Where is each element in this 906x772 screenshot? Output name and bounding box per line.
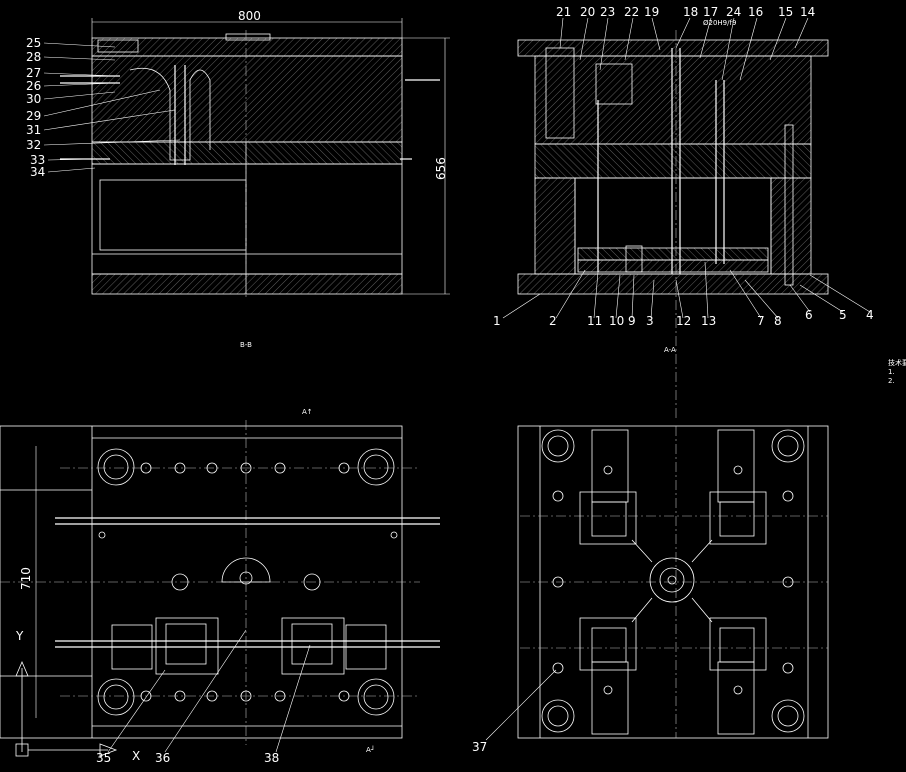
aa-caption: A-A [664, 346, 676, 354]
bb-caption: B-B [240, 341, 252, 349]
bb-part-labels: 25 28 27 26 30 29 31 32 33 34 [26, 36, 45, 179]
plan-view: A↑ 710 Y X A┘ 35 36 38 [0, 408, 440, 765]
part-label: 24 [726, 5, 741, 19]
part-label: 10 [609, 314, 624, 328]
part-label: 3 [646, 314, 654, 328]
part-label: 13 [701, 314, 716, 328]
part-label: 4 [866, 308, 874, 322]
part-label: 31 [26, 123, 41, 137]
note-item: 2. [888, 377, 895, 385]
plan-height-dim: 710 [19, 567, 33, 590]
guide-holes [541, 429, 805, 733]
part-label: 6 [805, 308, 813, 322]
cavity-slides [579, 429, 767, 735]
axis-x-label: X [132, 749, 140, 763]
part-label: 22 [624, 5, 639, 19]
part-label: 12 [676, 314, 691, 328]
part-label: 33 [30, 153, 45, 167]
part-label: 37 [472, 740, 487, 754]
part-label: 7 [757, 314, 765, 328]
axis-y-label: Y [15, 629, 24, 643]
part-label: 35 [96, 751, 111, 765]
guide-pillars [97, 448, 395, 716]
part-label: 30 [26, 92, 41, 106]
layout-view: 37 [472, 425, 829, 754]
bb-height-dim: 656 [434, 157, 448, 180]
note-item: 1. [888, 368, 895, 376]
part-label: 25 [26, 36, 41, 50]
part-label: 20 [580, 5, 595, 19]
ucs-icon: Y X [15, 629, 140, 763]
plan-section-mark: A┘ [366, 745, 375, 754]
part-label: 15 [778, 5, 793, 19]
technical-notes: 技术要求 1. 2. [888, 358, 906, 385]
part-label: 5 [839, 308, 847, 322]
runner-system [631, 539, 713, 623]
part-label: 38 [264, 751, 279, 765]
part-label: 27 [26, 66, 41, 80]
part-label: 17 [703, 5, 718, 19]
part-label: 14 [800, 5, 815, 19]
part-label: 32 [26, 138, 41, 152]
part-label: 16 [748, 5, 763, 19]
section-aa-view: Ø20H9/f9 A-A 21 20 23 22 19 18 17 24 16 [493, 5, 874, 420]
plan-part-labels: 35 36 38 [96, 751, 279, 765]
part-label: 28 [26, 50, 41, 64]
part-label: 2 [549, 314, 557, 328]
aa-fit-note: Ø20H9/f9 [703, 19, 736, 27]
part-label: 18 [683, 5, 698, 19]
part-label: 19 [644, 5, 659, 19]
part-label: 1 [493, 314, 501, 328]
part-label: 34 [30, 165, 45, 179]
part-label: 26 [26, 79, 41, 93]
screw-holes [98, 462, 398, 702]
ejector-holes [552, 465, 794, 695]
part-label: 8 [774, 314, 782, 328]
part-label: 9 [628, 314, 636, 328]
notes-title: 技术要求 [888, 358, 906, 367]
bb-width-dim: 800 [238, 9, 261, 23]
aa-top-labels: 21 20 23 22 19 18 17 24 16 15 14 [556, 5, 815, 19]
part-label: 36 [155, 751, 170, 765]
part-label: 11 [587, 314, 602, 328]
aa-bottom-labels: 1 2 11 10 9 3 12 13 7 8 6 5 4 [493, 308, 874, 328]
part-label: 29 [26, 109, 41, 123]
plan-marker: A↑ [302, 408, 313, 416]
part-label: 21 [556, 5, 571, 19]
part-label: 23 [600, 5, 615, 19]
section-bb-view: 800 656 B-B 25 28 27 26 30 29 31 32 [26, 9, 450, 349]
